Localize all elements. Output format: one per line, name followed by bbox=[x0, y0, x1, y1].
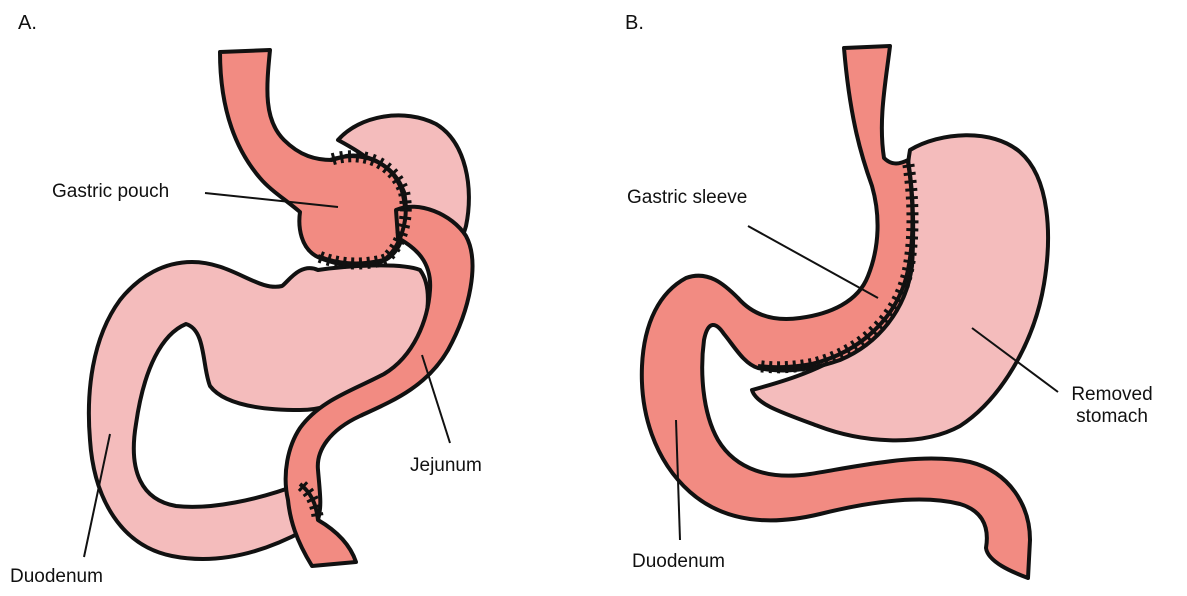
staple-tick bbox=[904, 173, 916, 174]
label-duodenum-a: Duodenum bbox=[10, 566, 103, 588]
staple-tick bbox=[903, 165, 915, 167]
panel-letter-a: A. bbox=[18, 12, 37, 35]
staple-tick bbox=[357, 151, 358, 163]
staple-tick bbox=[906, 237, 918, 238]
staple-tick bbox=[375, 256, 377, 268]
panel-b bbox=[642, 46, 1058, 578]
staple-tick bbox=[311, 514, 323, 516]
staple-tick bbox=[906, 197, 918, 198]
staple-tick bbox=[905, 253, 917, 254]
duodenum-a bbox=[89, 262, 428, 559]
staple-tick bbox=[344, 257, 345, 269]
staple-tick bbox=[399, 193, 411, 195]
staple-tick bbox=[786, 361, 787, 373]
label-duodenum-b: Duodenum bbox=[632, 551, 725, 573]
label-removed-stomach: Removed stomach bbox=[1052, 384, 1172, 428]
label-jejunum: Jejunum bbox=[410, 455, 482, 477]
staple-tick bbox=[770, 361, 771, 373]
staple-tick bbox=[905, 189, 917, 190]
staple-tick bbox=[809, 358, 811, 370]
label-gastric-pouch: Gastric pouch bbox=[52, 181, 169, 203]
staple-tick bbox=[794, 361, 795, 373]
label-gastric-sleeve: Gastric sleeve bbox=[627, 187, 747, 209]
staple-tick bbox=[802, 360, 804, 372]
staple-tick bbox=[904, 261, 916, 263]
staple-tick bbox=[368, 257, 369, 269]
panel-a bbox=[84, 50, 472, 566]
staple-tick bbox=[341, 151, 343, 163]
staple-tick bbox=[905, 181, 917, 182]
panel-letter-b: B. bbox=[625, 12, 644, 35]
leader-gastric-sleeve bbox=[748, 226, 878, 298]
staple-tick bbox=[400, 202, 412, 203]
staple-tick bbox=[399, 217, 411, 218]
staple-tick bbox=[762, 361, 763, 373]
staple-tick bbox=[905, 245, 917, 246]
